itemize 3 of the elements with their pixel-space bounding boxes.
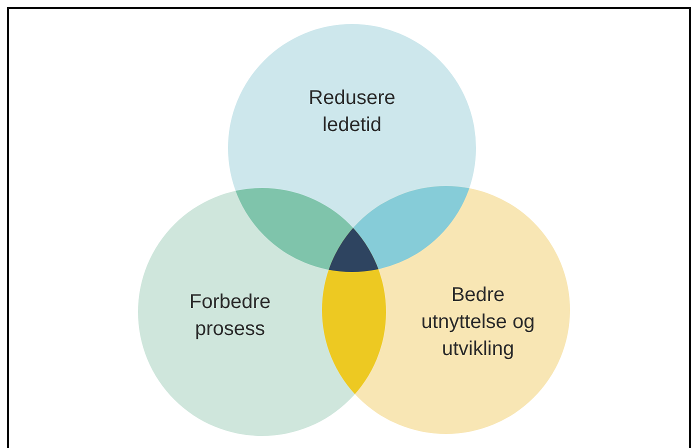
circle-label: Forbedre prosess	[188, 290, 272, 342]
circle-label: Bedre utnyttelse og utvikling	[420, 282, 536, 362]
circle-label: Redusere ledetid	[308, 86, 396, 138]
